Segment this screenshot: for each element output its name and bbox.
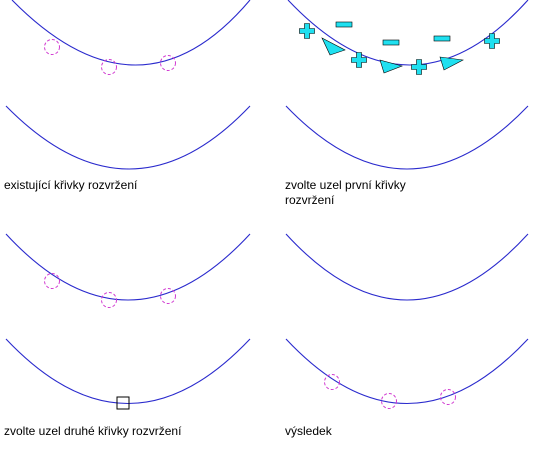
node-marker — [440, 389, 456, 405]
caption-result: výsledek — [285, 424, 332, 438]
panel-select-first-curve-node — [285, 0, 529, 170]
layout-curve-lower — [5, 338, 251, 405]
triangle-grip-icon[interactable] — [439, 56, 464, 71]
node-marker — [44, 273, 60, 289]
node-marker — [381, 393, 397, 409]
node-marker — [324, 374, 340, 390]
layout-curve-lower — [285, 105, 529, 170]
caption-select-second-curve-node: zvolte uzel druhé křivky rozvržení — [4, 424, 182, 438]
minus-grip-icon[interactable] — [335, 21, 353, 28]
panel-result — [285, 233, 529, 409]
minus-grip-icon[interactable] — [433, 35, 451, 42]
node-marker — [160, 55, 176, 71]
triangle-grip-icon[interactable] — [379, 59, 403, 74]
plus-grip-icon[interactable] — [351, 52, 367, 68]
plus-grip-icon[interactable] — [484, 33, 500, 49]
plus-grip-icon[interactable] — [411, 59, 427, 75]
panel-existing-curves — [5, 0, 251, 170]
node-marker — [160, 288, 176, 304]
node-marker — [101, 59, 117, 75]
layout-curve-upper — [11, 0, 251, 66]
panel-select-second-curve-node — [5, 233, 251, 410]
layout-curve-upper — [5, 233, 251, 301]
square-node-icon[interactable] — [116, 396, 130, 410]
plus-grip-icon[interactable] — [299, 23, 315, 39]
layout-curve-lower — [5, 105, 251, 170]
layout-curve-upper — [285, 233, 529, 301]
triangle-grip-icon[interactable] — [321, 37, 346, 56]
minus-grip-icon[interactable] — [382, 39, 400, 46]
node-marker — [101, 292, 117, 308]
layout-curve-lower — [285, 338, 529, 405]
layout-curve-upper — [287, 0, 529, 66]
caption-select-first-curve-node: zvolte uzel první křivky rozvržení — [285, 178, 406, 207]
caption-existing-curves: existující křivky rozvržení — [4, 178, 138, 192]
node-marker — [44, 39, 60, 55]
